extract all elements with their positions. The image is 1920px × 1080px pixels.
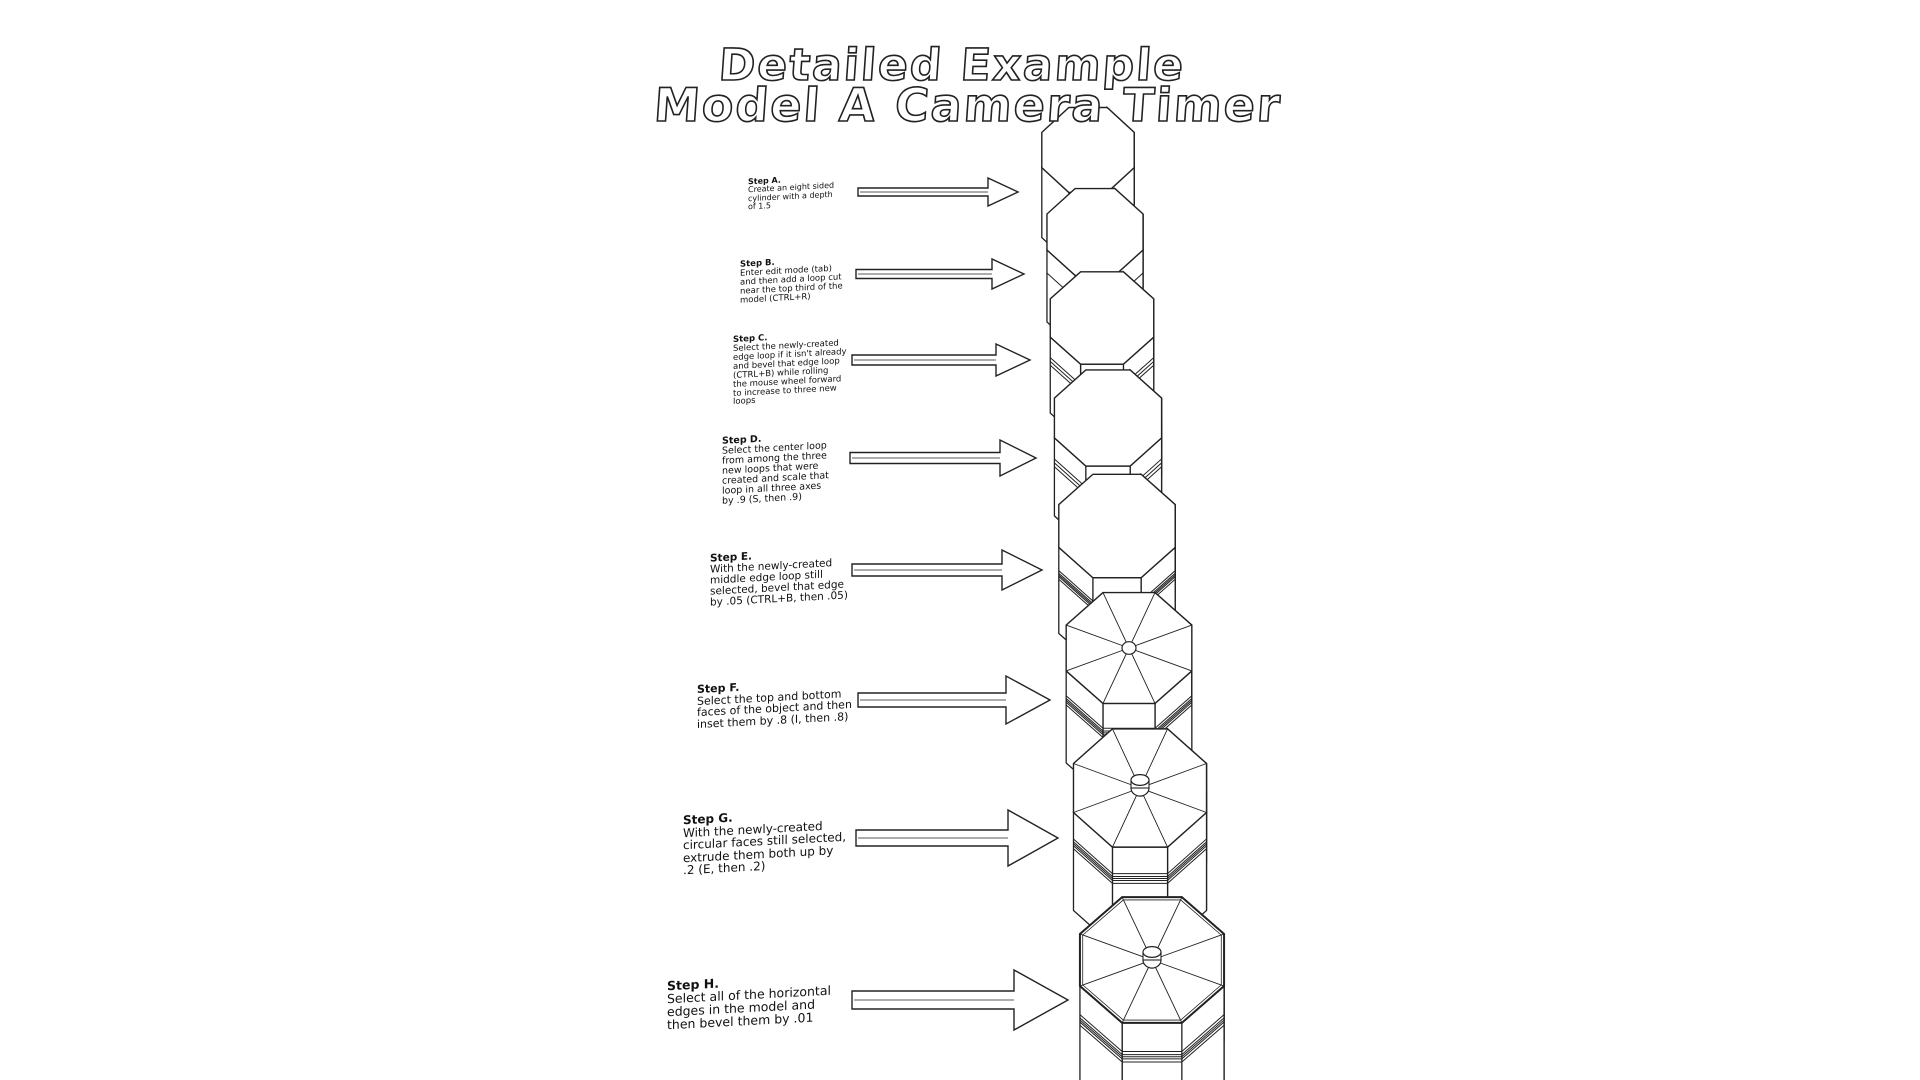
step-e-text: Step E. With the newly-created middle ed… [710,546,848,608]
spoke-line [1139,787,1207,813]
top-face [1058,473,1176,579]
step-description: Select the newly-created edge loop if it… [733,338,847,408]
step-description: Select the center loop from among the th… [722,440,829,507]
top-face [1046,187,1144,277]
spoke-line [1066,624,1130,649]
knob-top [1142,945,1162,958]
step-description: Enter edit mode (tab) and then add a loo… [740,263,843,306]
models-group [1041,106,1226,1080]
spoke-line [1079,959,1153,987]
spoke-line [1128,592,1156,649]
top-face [1053,369,1163,467]
top-face [1049,271,1155,365]
step-description: Create an eight sided cylinder with a de… [748,181,835,212]
step-f-text: Step F. Select the top and bottom faces … [697,676,852,731]
spoke-line [1151,933,1225,961]
spoke-line [1112,787,1141,848]
spoke-line [1066,647,1130,672]
spoke-line [1102,592,1130,649]
inset-circle [1121,641,1137,655]
spoke-line [1151,959,1183,1024]
arrows-group [849,176,1070,1032]
spoke-line [1079,933,1153,961]
step-description: With the newly-created middle edge loop … [710,557,848,609]
spoke-line [1073,787,1141,813]
knob-top [1130,773,1150,786]
spoke-line [1102,647,1130,704]
spoke-line [1139,787,1168,848]
step-g-text: Step G. With the newly-created circular … [683,806,846,878]
step-b-text: Step B. Enter edit mode (tab) and then a… [740,255,843,306]
diagram-title-line-2: Model A Camera Timer [652,77,1285,133]
spoke-line [1121,959,1153,1024]
step-h-text: Step H. Select all of the horizontal edg… [667,971,831,1033]
spoke-line [1151,959,1225,987]
spoke-line [1073,763,1141,789]
step-a-text: Step A. Create an eight sided cylinder w… [748,174,834,212]
step-c-text: Step C. Select the newly-created edge lo… [733,330,847,407]
step-d-text: Step D. Select the center loop from amon… [722,431,829,507]
octagon-model-step-h [1078,895,1226,1080]
spoke-line [1128,647,1192,672]
step-description: With the newly-created circular faces st… [683,818,847,878]
spoke-line [1128,647,1156,704]
spoke-line [1139,763,1207,789]
spoke-line [1128,624,1192,649]
step-description: Select all of the horizontal edges in th… [667,982,831,1033]
